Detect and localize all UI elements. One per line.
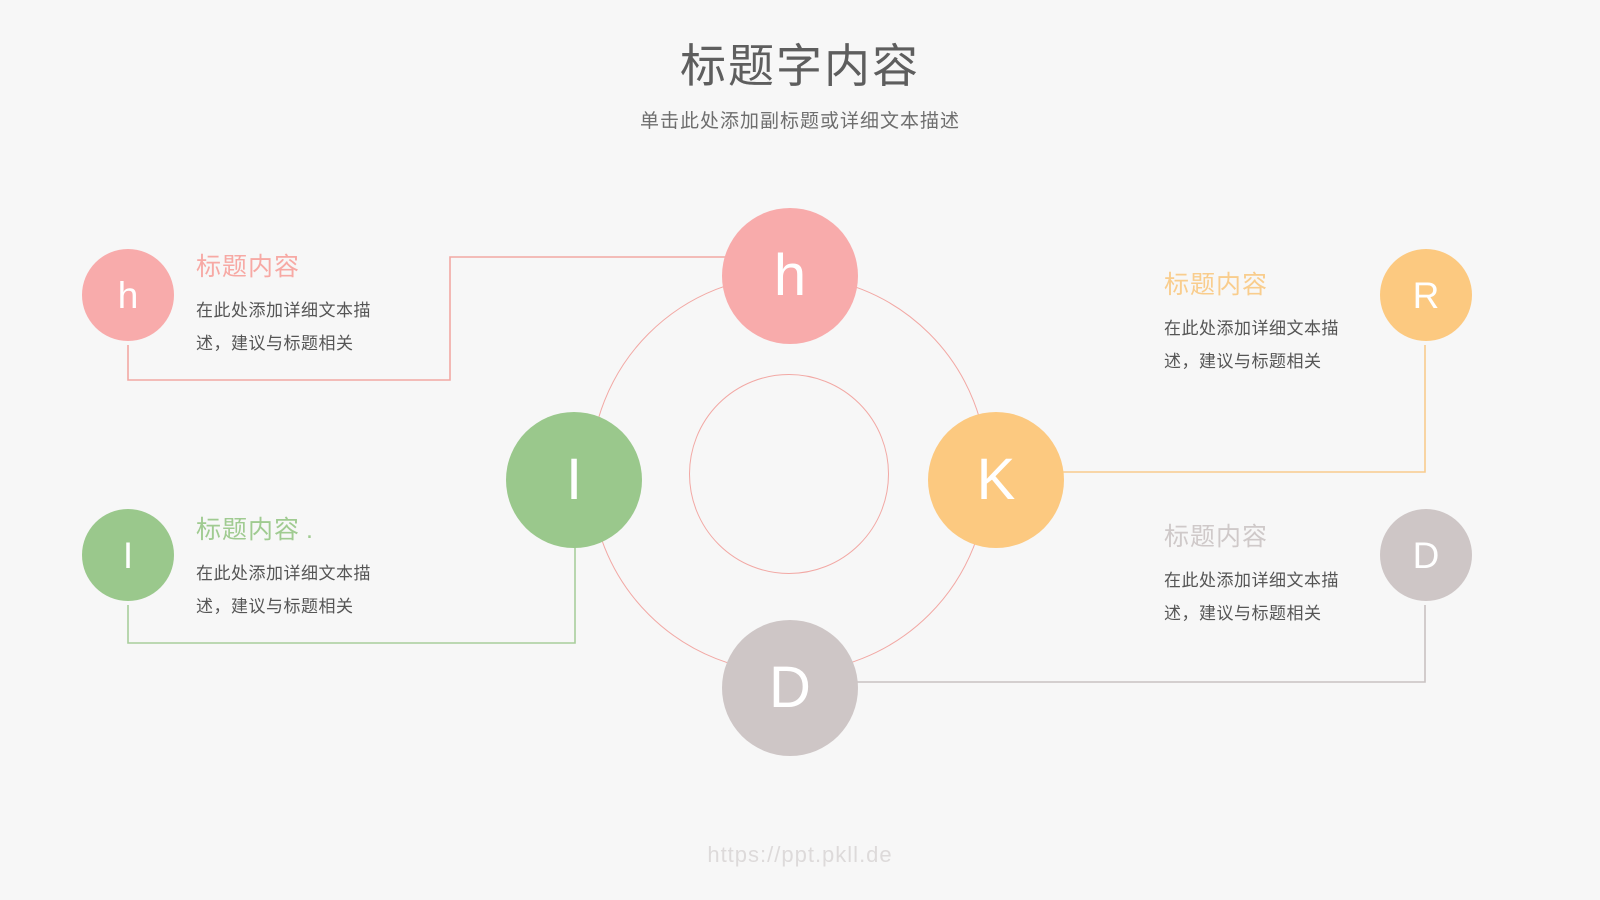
- diagram-node-top[interactable]: h: [722, 208, 858, 344]
- diagram-node-left[interactable]: I: [506, 412, 642, 548]
- block-heading-top-left: 标题内容: [196, 252, 496, 282]
- block-body-line: 述，建议与标题相关: [196, 334, 354, 354]
- block-heading-suffix: [1268, 271, 1274, 299]
- badge-bottom-left[interactable]: I: [82, 509, 174, 601]
- block-body-top-left: 在此处添加详细文本描 述，建议与标题相关: [196, 294, 496, 360]
- diagram-node-bottom[interactable]: D: [722, 620, 858, 756]
- block-body-bottom-left: 在此处添加详细文本描 述，建议与标题相关: [196, 557, 496, 623]
- block-heading-text: 标题内容: [1164, 271, 1269, 299]
- block-heading-suffix: [300, 253, 306, 281]
- block-heading-bottom-left: 标题内容.: [196, 515, 496, 545]
- badge-top-left[interactable]: h: [82, 249, 174, 341]
- block-heading-text: 标题内容: [1164, 523, 1269, 551]
- block-body-line: 在此处添加详细文本描: [196, 564, 371, 583]
- page-title: 标题字内容: [680, 40, 920, 92]
- slide-header: 标题字内容 单击此处添加副标题或详细文本描述: [0, 38, 1600, 133]
- block-body-line: 述，建议与标题相关: [1164, 352, 1322, 372]
- block-heading-suffix: .: [306, 516, 314, 544]
- diagram-node-right[interactable]: K: [928, 412, 1064, 548]
- badge-bottom-right[interactable]: D: [1380, 509, 1472, 601]
- badge-top-right[interactable]: R: [1380, 249, 1472, 341]
- block-body-line: 述，建议与标题相关: [1164, 604, 1322, 624]
- block-body-line: 在此处添加详细文本描: [1164, 319, 1339, 338]
- block-heading-bottom-right: 标题内容: [1164, 522, 1464, 552]
- text-block-bottom-right: 标题内容 在此处添加详细文本描 述，建议与标题相关: [1164, 522, 1464, 630]
- text-block-bottom-left: 标题内容. 在此处添加详细文本描 述，建议与标题相关: [196, 515, 496, 623]
- block-body-line: 在此处添加详细文本描: [1164, 571, 1339, 590]
- block-body-bottom-right: 在此处添加详细文本描 述，建议与标题相关: [1164, 564, 1464, 630]
- text-block-top-left: 标题内容 在此处添加详细文本描 述，建议与标题相关: [196, 252, 496, 360]
- block-heading-top-right: 标题内容: [1164, 270, 1464, 300]
- text-block-top-right: 标题内容 在此处添加详细文本描 述，建议与标题相关: [1164, 270, 1464, 378]
- block-body-top-right: 在此处添加详细文本描 述，建议与标题相关: [1164, 312, 1464, 378]
- block-heading-text: 标题内容: [196, 516, 301, 544]
- block-body-line: 述，建议与标题相关: [196, 597, 354, 617]
- page-subtitle: 单击此处添加副标题或详细文本描述: [639, 110, 960, 132]
- block-heading-text: 标题内容: [196, 253, 301, 281]
- footer-url: https://ppt.pkll.de: [707, 842, 893, 867]
- block-body-line: 在此处添加详细文本描: [196, 301, 371, 320]
- inner-ring: [689, 374, 889, 574]
- block-heading-suffix: [1268, 523, 1274, 551]
